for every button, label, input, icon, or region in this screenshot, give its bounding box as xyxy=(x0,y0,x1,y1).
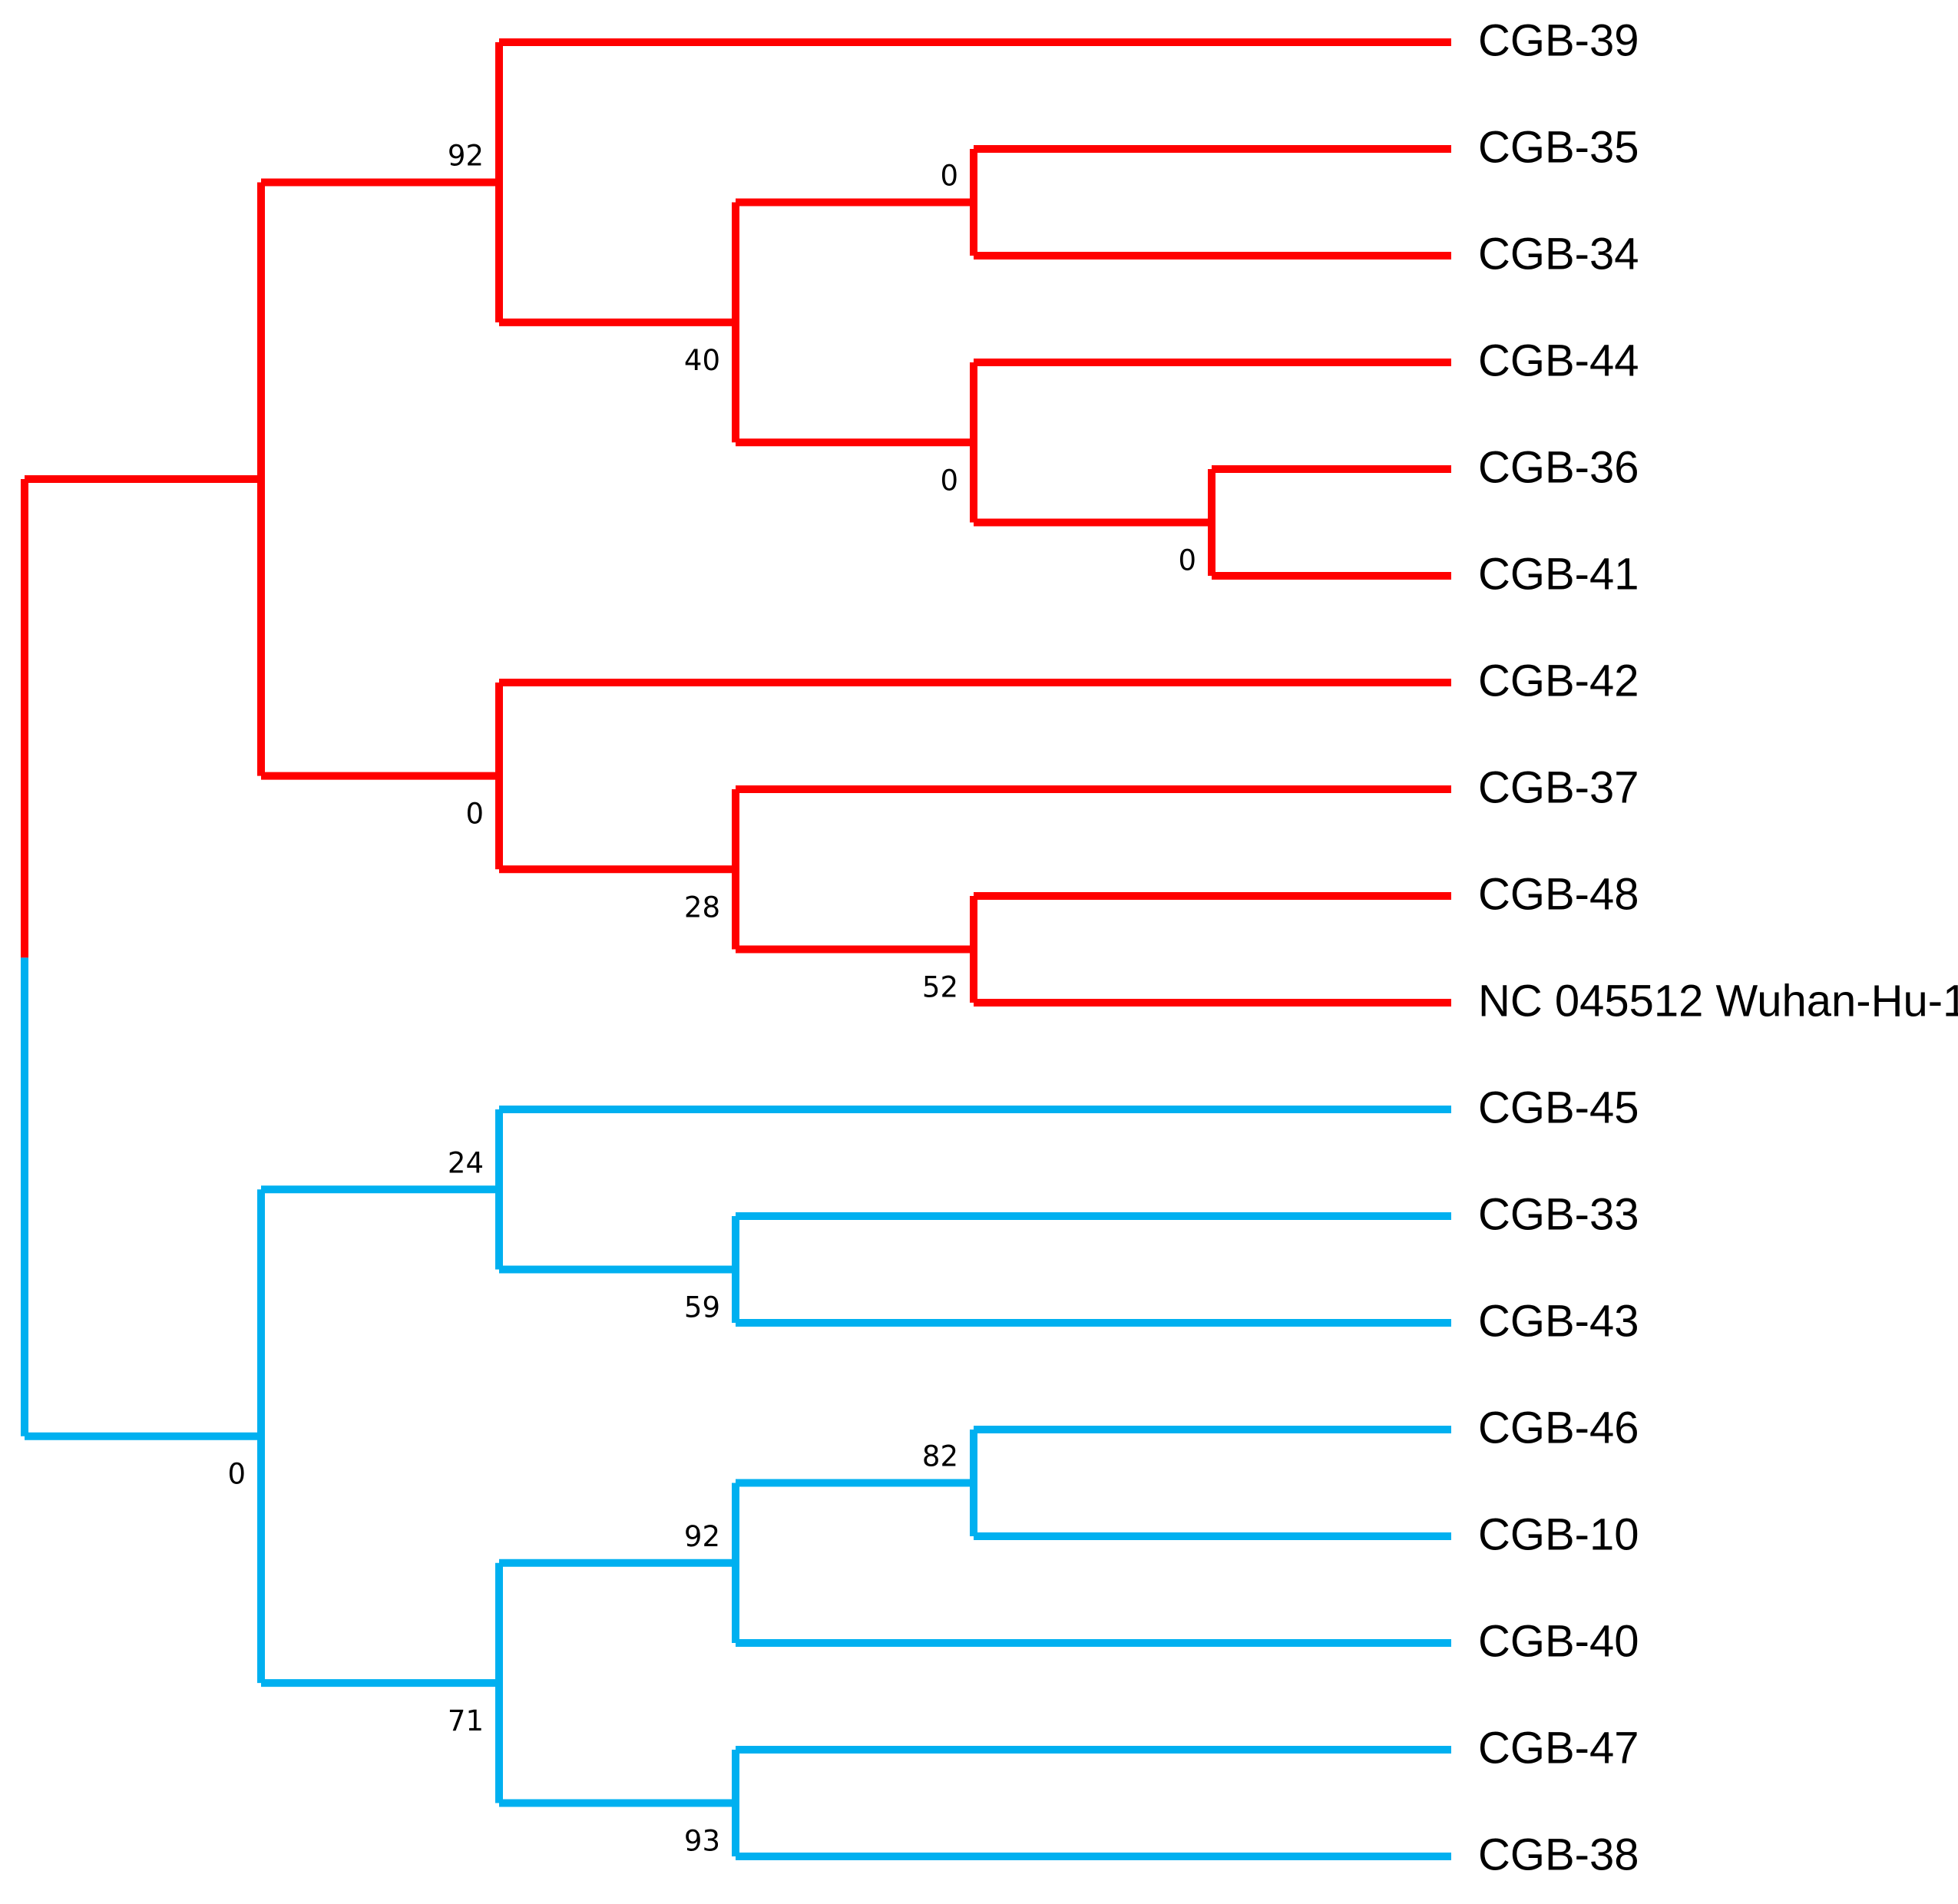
support-value-label: 71 xyxy=(448,1704,484,1737)
tree-branches xyxy=(21,38,1451,1860)
tip-labels: CGB-39CGB-35CGB-34CGB-44CGB-36CGB-41CGB-… xyxy=(1478,15,1958,1879)
support-value-label: 28 xyxy=(684,891,720,924)
tip-label: CGB-44 xyxy=(1478,336,1639,385)
tip-label: CGB-39 xyxy=(1478,15,1639,65)
support-value-label: 24 xyxy=(448,1146,484,1179)
tip-label: CGB-45 xyxy=(1478,1083,1639,1132)
tip-label: CGB-10 xyxy=(1478,1509,1639,1559)
tip-label: CGB-40 xyxy=(1478,1616,1639,1666)
tip-label: CGB-34 xyxy=(1478,229,1639,279)
support-value-label: 0 xyxy=(465,798,484,831)
support-value-label: 92 xyxy=(448,139,484,172)
support-value-label: 82 xyxy=(922,1440,958,1473)
tip-label: CGB-48 xyxy=(1478,869,1639,919)
tip-label: CGB-43 xyxy=(1478,1296,1639,1346)
support-value-label: 59 xyxy=(684,1291,720,1324)
tip-label: CGB-35 xyxy=(1478,122,1639,172)
support-value-label: 0 xyxy=(940,464,958,497)
tip-label: CGB-42 xyxy=(1478,656,1639,706)
tip-label: CGB-41 xyxy=(1478,549,1639,599)
tip-label: CGB-47 xyxy=(1478,1723,1639,1773)
tip-label: CGB-46 xyxy=(1478,1403,1639,1453)
support-value-label: 0 xyxy=(1178,544,1196,577)
support-value-label: 40 xyxy=(684,344,720,377)
support-values: 92 40 0 0 0 0 28 52 0 24 59 71 92 82 93 xyxy=(227,139,1196,1857)
support-value-label: 0 xyxy=(227,1458,246,1491)
support-value-label: 0 xyxy=(940,160,958,193)
support-value-label: 92 xyxy=(684,1520,720,1553)
tip-label: NC 045512 Wuhan-Hu-1 xyxy=(1478,976,1958,1026)
support-value-label: 52 xyxy=(922,971,958,1004)
support-value-label: 93 xyxy=(684,1825,720,1858)
tip-label: CGB-33 xyxy=(1478,1189,1639,1239)
tip-label: CGB-37 xyxy=(1478,762,1639,812)
tip-label: CGB-36 xyxy=(1478,442,1639,492)
tip-label: CGB-38 xyxy=(1478,1830,1639,1879)
